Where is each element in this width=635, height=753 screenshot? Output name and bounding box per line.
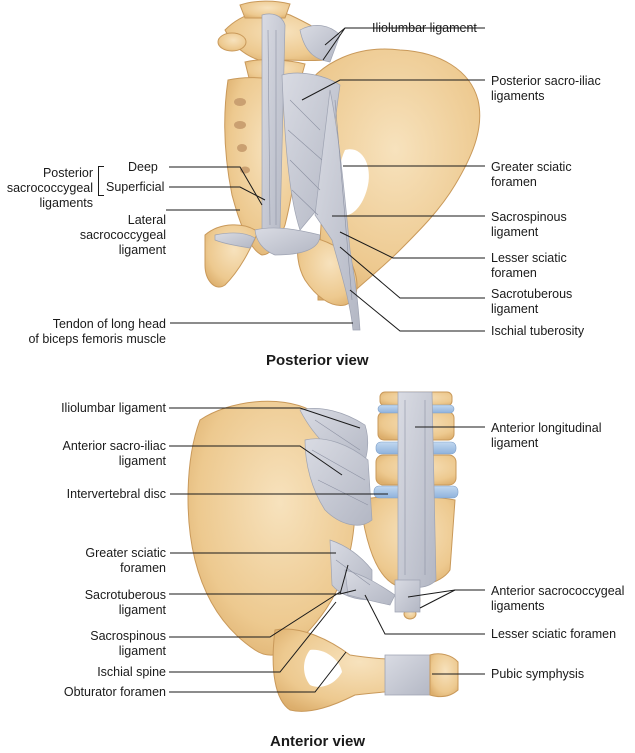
label-anterior-sacroiliac-ligament: Anterior sacro-iliac ligament bbox=[20, 439, 166, 469]
label-anterior-greater-sciatic-foramen: Greater sciatic foramen bbox=[20, 546, 166, 576]
label-biceps-femoris-tendon: Tendon of long head of biceps femoris mu… bbox=[20, 317, 166, 347]
anterior-view-title: Anterior view bbox=[270, 733, 366, 750]
label-ischial-spine: Ischial spine bbox=[97, 665, 166, 679]
leader-lines bbox=[166, 27, 485, 693]
label-posterior-iliolumbar-ligament: Iliolumbar ligament bbox=[372, 21, 477, 35]
label-posterior-sacroiliac-ligaments: Posterior sacro-iliac ligaments bbox=[491, 74, 601, 104]
label-posterior-sacrospinous-ligament: Sacrospinous ligament bbox=[491, 210, 567, 240]
label-line: ligament bbox=[491, 302, 539, 316]
posterior-ligaments bbox=[214, 13, 361, 331]
label-line: Anterior sacrococcygeal bbox=[491, 584, 625, 598]
label-anterior-sacrotuberous-ligament: Sacrotuberous ligament bbox=[20, 588, 166, 618]
label-line: foramen bbox=[491, 266, 537, 280]
label-line: ligaments bbox=[491, 599, 545, 613]
label-line: ligament bbox=[118, 243, 166, 257]
label-line: ligaments bbox=[491, 89, 545, 103]
label-line: Sacrospinous bbox=[491, 210, 567, 224]
label-pubic-symphysis: Pubic symphysis bbox=[491, 667, 585, 681]
anterior-ligaments bbox=[299, 408, 421, 613]
label-line: ligaments bbox=[39, 196, 94, 210]
label-line: ligament bbox=[491, 225, 539, 239]
anterior-right-pubis bbox=[429, 653, 459, 698]
label-line: Anterior longitudinal bbox=[491, 421, 602, 435]
anterior-view-illustration bbox=[187, 391, 459, 712]
label-line: ligament bbox=[491, 436, 539, 450]
label-line: of biceps femoris muscle bbox=[28, 332, 166, 346]
anterior-pubic-symphysis bbox=[384, 654, 433, 696]
label-posterior-superficial: Superficial bbox=[106, 180, 165, 194]
label-posterior-ischial-tuberosity: Ischial tuberosity bbox=[491, 324, 585, 338]
label-line: Tendon of long head bbox=[52, 317, 166, 331]
label-lateral-sacrococcygeal-ligament: Lateral sacrococcygeal ligament bbox=[60, 213, 166, 258]
anterior-obturator-foramen bbox=[304, 649, 342, 687]
label-line: Posterior sacro-iliac bbox=[491, 74, 601, 88]
anterior-longitudinal-ligament-shape bbox=[397, 391, 437, 588]
label-line: ligament bbox=[118, 644, 166, 658]
label-line: sacrococcygeal bbox=[79, 228, 166, 242]
label-anterior-lesser-sciatic-foramen: Lesser sciatic foramen bbox=[491, 627, 617, 641]
label-line: Sacrotuberous bbox=[491, 287, 573, 301]
label-anterior-sacrococcygeal-ligaments: Anterior sacrococcygeal ligaments bbox=[491, 584, 624, 614]
label-line: sacrococcygeal bbox=[6, 181, 93, 195]
label-line: Sacrotuberous bbox=[84, 588, 166, 602]
label-posterior-sacrotuberous-ligament: Sacrotuberous ligament bbox=[491, 287, 572, 317]
label-line: Anterior sacro-iliac bbox=[62, 439, 166, 453]
posterior-view-illustration bbox=[204, 0, 481, 331]
label-line: Greater sciatic bbox=[85, 546, 166, 560]
label-posterior-greater-sciatic-foramen: Greater sciatic foramen bbox=[491, 160, 572, 190]
posterior-sacral-foramina bbox=[234, 98, 250, 174]
label-line: ligament bbox=[118, 454, 166, 468]
label-anterior-sacrospinous-ligament: Sacrospinous ligament bbox=[20, 629, 166, 659]
label-line: Posterior bbox=[42, 166, 93, 180]
label-line: Lateral bbox=[127, 213, 166, 227]
label-bracket bbox=[98, 166, 104, 196]
posterior-view-title: Posterior view bbox=[266, 352, 369, 369]
posterior-ligament-fibres bbox=[267, 29, 353, 301]
label-posterior-sacrococcygeal-ligaments: Posterior sacrococcygeal ligaments bbox=[5, 166, 93, 211]
label-obturator-foramen: Obturator foramen bbox=[63, 685, 166, 699]
label-intervertebral-disc: Intervertebral disc bbox=[66, 487, 166, 501]
label-line: foramen bbox=[120, 561, 166, 575]
label-posterior-deep: Deep bbox=[128, 160, 158, 174]
label-anterior-longitudinal-ligament: Anterior longitudinal ligament bbox=[491, 421, 602, 451]
anterior-ligament-fibres bbox=[311, 400, 426, 586]
label-line: Greater sciatic bbox=[491, 160, 572, 174]
label-line: ligament bbox=[118, 603, 166, 617]
label-line: foramen bbox=[491, 175, 537, 189]
label-posterior-lesser-sciatic-foramen: Lesser sciatic foramen bbox=[491, 251, 567, 281]
label-anterior-iliolumbar-ligament: Iliolumbar ligament bbox=[61, 401, 166, 415]
label-line: Lesser sciatic bbox=[491, 251, 567, 265]
label-line: Sacrospinous bbox=[90, 629, 166, 643]
